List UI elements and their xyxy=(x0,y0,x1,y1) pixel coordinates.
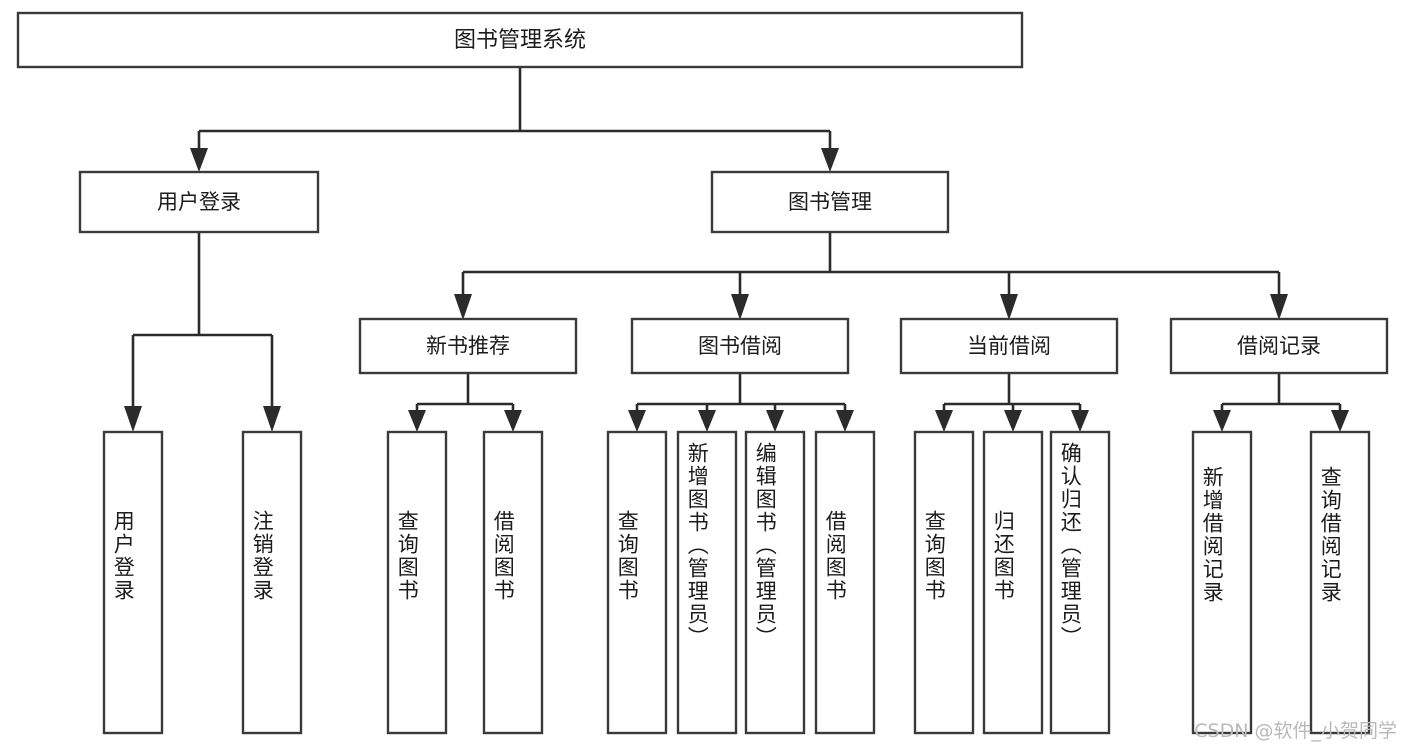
leaf-box-user-login-0[interactable] xyxy=(102,430,164,735)
connector-borrowrecord-to-leaves xyxy=(1213,373,1349,432)
connector-newbook-to-leaves xyxy=(408,373,522,432)
node-borrow-record[interactable]: 借阅记录 xyxy=(1169,317,1389,375)
node-user-login[interactable]: 用户登录 xyxy=(78,170,320,234)
leaf-box-user-login-1[interactable] xyxy=(241,430,303,735)
leaf-box-book-borrow-1[interactable] xyxy=(676,430,738,735)
node-current-borrow[interactable]: 当前借阅 xyxy=(899,317,1119,375)
node-book-manage[interactable]: 图书管理 xyxy=(710,170,950,234)
node-new-book-recommend[interactable]: 新书推荐 xyxy=(358,317,578,375)
node-root-system[interactable]: 图书管理系统 xyxy=(16,11,1024,69)
leaf-box-book-borrow-0[interactable] xyxy=(606,430,668,735)
leaf-box-current-borrow-2[interactable] xyxy=(1049,430,1111,735)
connector-root-to-level2 xyxy=(190,67,839,172)
node-current-borrow-label: 当前借阅 xyxy=(967,334,1051,358)
csdn-watermark: CSDN @软件_小贺同学 xyxy=(1194,720,1397,742)
leaf-box-current-borrow-0[interactable] xyxy=(913,430,975,735)
node-user-login-label: 用户登录 xyxy=(157,190,241,214)
connector-currentborrow-to-leaves xyxy=(935,373,1089,432)
leaf-box-new-book-1[interactable] xyxy=(482,430,544,735)
leaf-box-book-borrow-2[interactable] xyxy=(744,430,806,735)
node-book-borrow-label: 图书借阅 xyxy=(698,334,782,358)
connector-bookmanage-to-level3 xyxy=(454,232,1288,320)
leaf-box-borrow-record-0[interactable] xyxy=(1191,430,1253,735)
node-new-book-recommend-label: 新书推荐 xyxy=(426,334,510,358)
leaf-box-current-borrow-1[interactable] xyxy=(982,430,1044,735)
leaf-box-new-book-0[interactable] xyxy=(386,430,448,735)
leaf-box-book-borrow-3[interactable] xyxy=(814,430,876,735)
connector-userlogin-to-leaves xyxy=(124,232,281,432)
node-book-manage-label: 图书管理 xyxy=(788,190,872,214)
leaf-box-borrow-record-1[interactable] xyxy=(1309,430,1371,735)
node-root-label: 图书管理系统 xyxy=(454,28,586,53)
connector-bookborrow-to-leaves xyxy=(628,373,854,432)
node-borrow-record-label: 借阅记录 xyxy=(1237,334,1321,358)
node-book-borrow[interactable]: 图书借阅 xyxy=(630,317,850,375)
